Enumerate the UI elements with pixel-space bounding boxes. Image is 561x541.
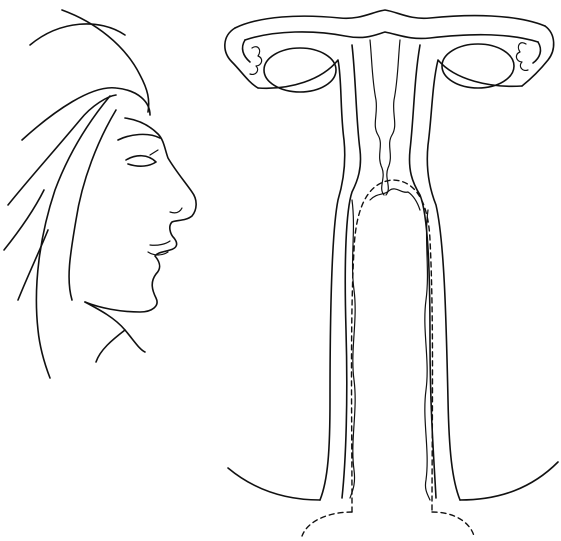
hair-left-wave-2 [18,230,48,300]
nostril [170,208,182,213]
uterus-right-inner [409,45,436,498]
eye-lash [150,150,158,155]
canal-right-wavy [425,210,430,500]
canal-left-wavy [350,200,355,498]
fundus-inner [245,32,538,42]
dashed-base-left [302,512,352,536]
right-tube-inner [533,42,540,63]
face-outline [85,118,196,312]
cavity-right-lining [386,40,400,195]
uterus-right-outer [427,60,522,500]
left-tube-inner [243,40,250,62]
eye [126,156,156,166]
pelvic-left-arc [228,468,320,500]
dashed-base-right [432,512,474,536]
face-profile [4,10,196,378]
hair-back-inner [69,110,116,300]
eyebrow [118,134,160,140]
neck-line [96,330,125,362]
right-fimbria [516,43,528,71]
hair-strand-4 [8,95,116,205]
hair-outer-strand [30,24,125,45]
uterus-diagram [225,10,558,536]
right-ovary [442,44,514,88]
right-tube-outer [522,26,554,86]
fundus-outer [235,10,545,28]
mouth-line [150,241,170,245]
hair-left-wave [4,190,44,250]
cervix-squiggle [370,189,420,210]
cavity-left-lining [370,40,384,195]
dashed-outline [352,180,433,512]
uterus-left-outer [258,60,345,500]
left-fimbria [250,47,262,75]
pelvic-right-arc [460,462,558,500]
left-ovary [264,48,336,92]
